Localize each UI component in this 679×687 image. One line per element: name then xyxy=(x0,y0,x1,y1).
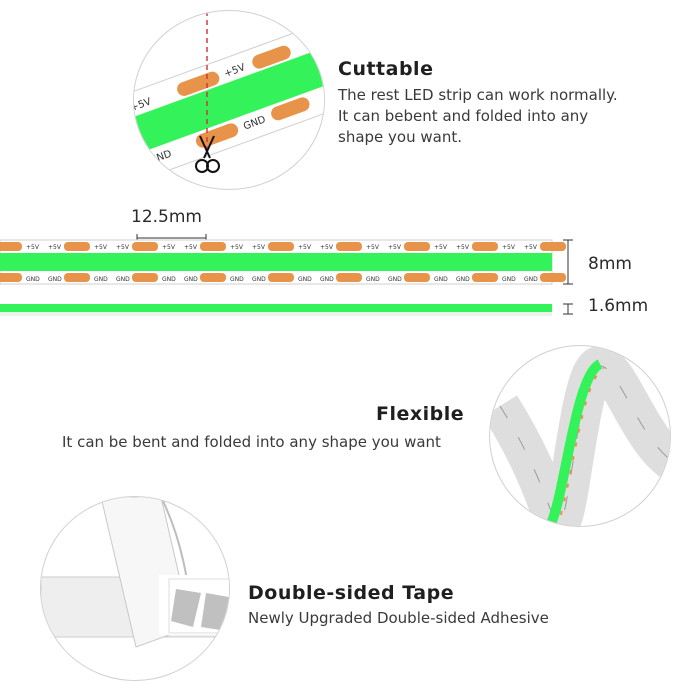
bent-strip-illustration xyxy=(490,346,670,526)
pitch-dimension-label: 12.5mm xyxy=(131,207,202,227)
cuttable-line-3: shape you want. xyxy=(338,128,462,146)
pad-label: GND xyxy=(320,276,334,283)
copper-pad xyxy=(268,242,294,251)
pad-label: GND xyxy=(116,276,130,283)
pad-label: GND xyxy=(524,276,538,283)
pad-label: GND xyxy=(434,276,448,283)
pad-label: GND xyxy=(94,276,108,283)
copper-pad xyxy=(404,242,430,251)
pad-label: +5V xyxy=(502,244,516,251)
pad-label: GND xyxy=(162,276,176,283)
copper-pad xyxy=(200,273,226,282)
flexible-detail-circle xyxy=(489,345,671,527)
pad-label: GND xyxy=(502,276,516,283)
tape-detail-circle xyxy=(40,496,230,681)
flexible-title: Flexible xyxy=(376,403,465,425)
pad-label: +5V xyxy=(252,244,266,251)
pad-label: +5V xyxy=(456,244,470,251)
copper-pad xyxy=(0,273,22,282)
cut-strip-illustration: +5V +5V GND GND xyxy=(134,11,324,189)
pad-label: GND xyxy=(252,276,266,283)
pad-label: GND xyxy=(230,276,244,283)
led-strip-diagram: +5V +5V GND GND +5V +5V GND GND +5V +5V GND GND +5V +… xyxy=(0,234,573,316)
cuttable-line-1: The rest LED strip can work normally. xyxy=(338,86,618,104)
thickness-dimension-label: 1.6mm xyxy=(588,296,649,316)
pad-label: GND xyxy=(26,276,40,283)
cuttable-detail-circle: +5V +5V GND GND xyxy=(133,10,325,190)
tape-title: Double-sided Tape xyxy=(248,582,455,604)
pad-label: GND xyxy=(48,276,62,283)
pad-label: +5V xyxy=(366,244,380,251)
pad-label: +5V xyxy=(524,244,538,251)
pad-label: +5V xyxy=(434,244,448,251)
pad-label: +5V xyxy=(26,244,40,251)
copper-pad xyxy=(336,273,362,282)
copper-pad xyxy=(64,273,90,282)
copper-pad xyxy=(540,242,566,251)
copper-pad xyxy=(472,273,498,282)
tape-description: Newly Upgraded Double-sided Adhesive xyxy=(248,609,549,627)
pad-label: GND xyxy=(366,276,380,283)
copper-pad xyxy=(336,242,362,251)
pad-label: +5V xyxy=(162,244,176,251)
copper-pad xyxy=(472,242,498,251)
copper-pad xyxy=(540,273,566,282)
pad-label: GND xyxy=(388,276,402,283)
pad-label: +5V xyxy=(48,244,62,251)
pad-label: +5V xyxy=(298,244,312,251)
copper-pad xyxy=(404,273,430,282)
pad-label: +5V xyxy=(230,244,244,251)
copper-pad xyxy=(200,242,226,251)
pad-label: +5V xyxy=(116,244,130,251)
scissors-icon xyxy=(195,135,220,173)
copper-pad xyxy=(132,242,158,251)
copper-pad xyxy=(132,273,158,282)
copper-pad xyxy=(268,273,294,282)
copper-pad xyxy=(0,242,22,251)
cuttable-description: The rest LED strip can work normally. It… xyxy=(338,85,668,148)
width-dimension-label: 8mm xyxy=(588,254,632,274)
pad-label: +5V xyxy=(320,244,334,251)
copper-pad xyxy=(64,242,90,251)
flexible-description: It can be bent and folded into any shape… xyxy=(62,433,441,451)
cuttable-line-2: It can bebent and folded into any xyxy=(338,107,589,125)
cuttable-title: Cuttable xyxy=(338,58,434,80)
tape-illustration xyxy=(41,497,229,648)
pad-label: GND xyxy=(298,276,312,283)
pad-label: +5V xyxy=(184,244,198,251)
pad-label: GND xyxy=(456,276,470,283)
pad-label: +5V xyxy=(94,244,108,251)
pad-label: +5V xyxy=(388,244,402,251)
pad-label: GND xyxy=(184,276,198,283)
